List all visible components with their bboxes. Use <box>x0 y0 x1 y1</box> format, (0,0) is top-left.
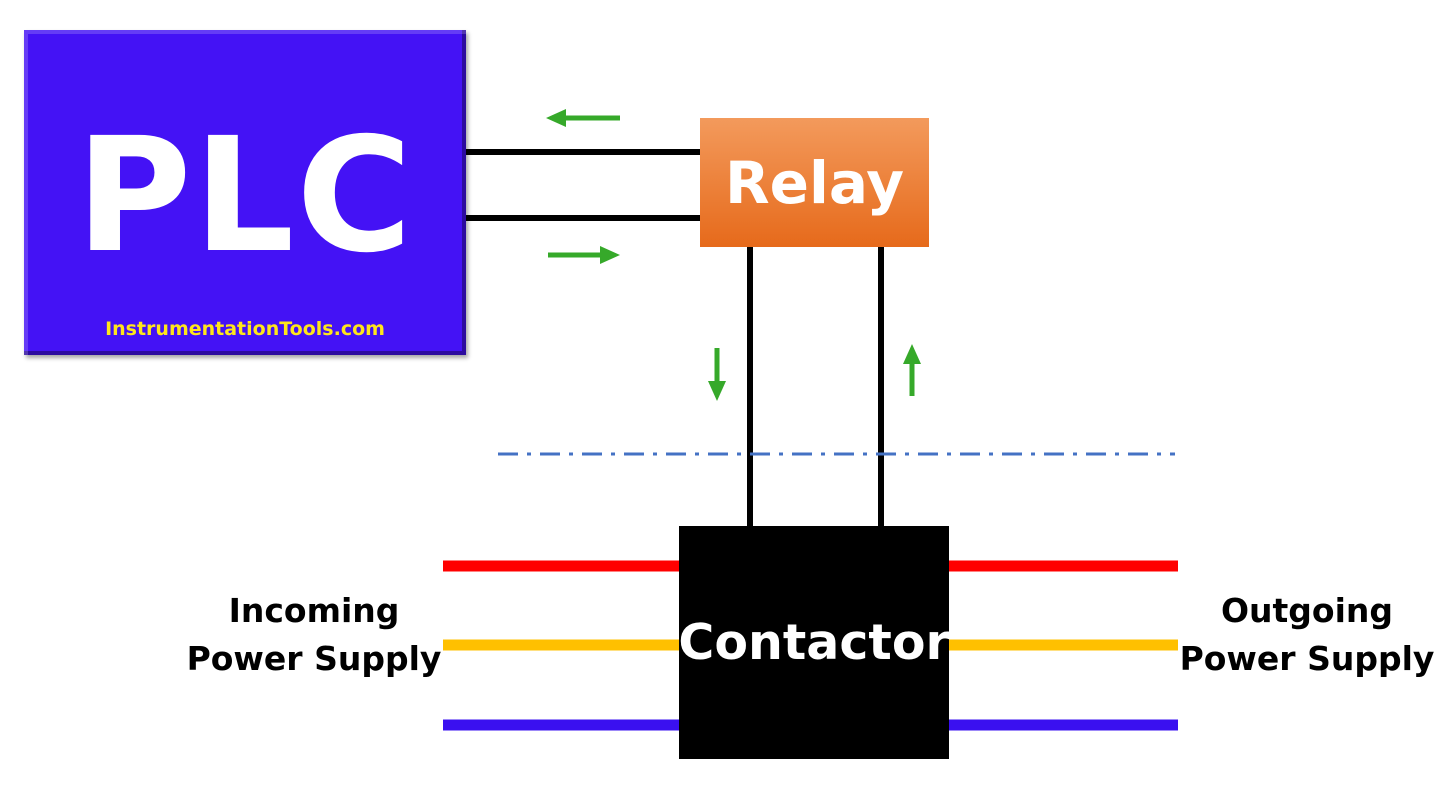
contactor-label: Contactor <box>678 614 950 671</box>
relay-block: Relay <box>700 118 929 247</box>
outgoing-power-supply-label: Outgoing Power Supply <box>1177 587 1434 683</box>
signal-arrows <box>546 109 921 401</box>
contactor-block: Contactor <box>678 526 950 759</box>
arrow-left-icon <box>546 109 620 127</box>
plc-block: PLC InstrumentationTools.com <box>24 30 466 355</box>
arrow-down-icon <box>708 348 726 401</box>
outgoing-label-line2: Power Supply <box>1179 639 1434 678</box>
relay-label: Relay <box>724 148 905 217</box>
relay-contactor-wires <box>747 247 884 526</box>
plc-relay-wires <box>466 149 700 221</box>
plc-title: PLC <box>75 104 415 288</box>
arrow-right-icon <box>548 246 620 264</box>
outgoing-label-line1: Outgoing <box>1220 591 1394 630</box>
incoming-supply-lines <box>443 560 679 731</box>
incoming-power-supply-label: Incoming Power Supply <box>184 587 444 683</box>
incoming-label-line2: Power Supply <box>186 639 442 678</box>
website-watermark: InstrumentationTools.com <box>105 318 385 340</box>
outgoing-supply-lines <box>949 560 1178 731</box>
incoming-label-line1: Incoming <box>228 591 400 630</box>
arrow-up-icon <box>903 344 921 396</box>
